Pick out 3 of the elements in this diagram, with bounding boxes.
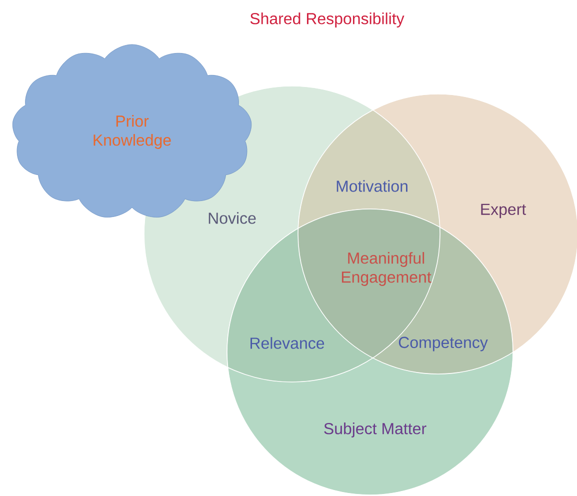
title: Shared Responsibility [250, 12, 404, 28]
overlap-label: Meaningful Engagement [342, 252, 432, 286]
overlap-label: Motivation [336, 180, 408, 192]
